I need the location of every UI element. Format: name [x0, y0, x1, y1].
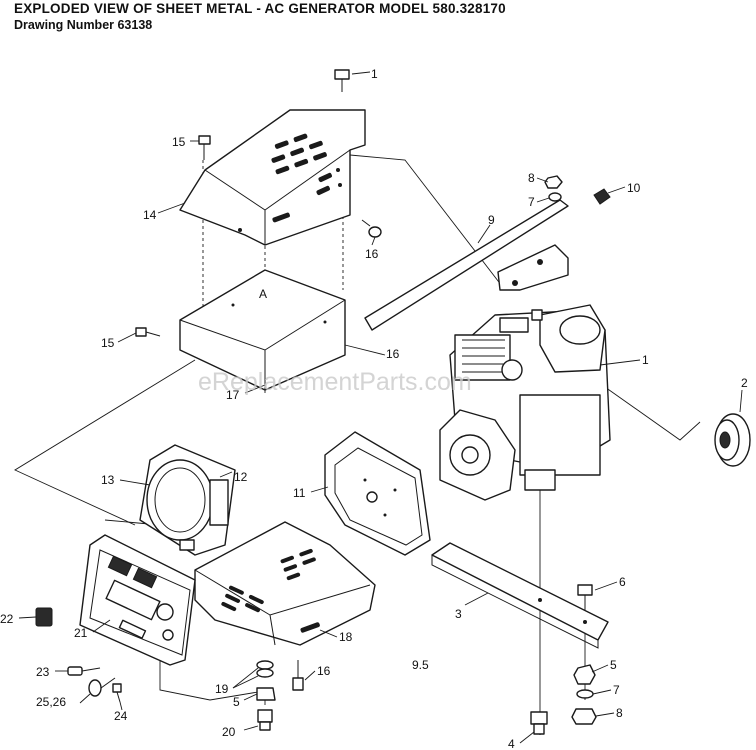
callout-12: 12 — [234, 470, 248, 484]
callout-2: 2 — [741, 376, 748, 390]
handle-bar-9 — [364, 199, 569, 331]
bolt-6 — [577, 584, 593, 610]
nut-8-top — [544, 175, 563, 189]
page-code: 9.5 — [412, 658, 429, 672]
callout-17: 17 — [226, 388, 240, 402]
callout-3: 3 — [455, 607, 462, 621]
callout-15-left: 15 — [101, 336, 115, 350]
callout-15-top: 15 — [172, 135, 186, 149]
base-frame-18 — [194, 521, 376, 646]
inner-shield-17 — [179, 269, 346, 391]
callout-16-a: 16 — [365, 247, 379, 261]
drawing-number: Drawing Number 63138 — [14, 18, 153, 32]
washer-7-top — [548, 192, 562, 202]
callout-23: 23 — [36, 665, 50, 679]
right-hardware-stack — [571, 664, 597, 725]
callout-10: 10 — [627, 181, 641, 195]
callout-leaders — [18, 71, 743, 744]
bolt-1-top — [334, 69, 350, 92]
callout-8-top: 8 — [528, 171, 535, 185]
callout-20: 20 — [222, 725, 236, 739]
callout-24: 24 — [114, 709, 128, 723]
top-cover-14 — [179, 109, 366, 246]
diagram-title: EXPLODED VIEW OF SHEET METAL - AC GENERA… — [14, 1, 506, 16]
callout-16-b: 16 — [386, 347, 400, 361]
bolt-15-top — [198, 135, 211, 160]
callout-6: 6 — [619, 575, 626, 589]
callout-16-c: 16 — [317, 664, 331, 678]
view-a-label: A — [259, 287, 267, 301]
callout-14: 14 — [143, 208, 157, 222]
callout-1-engine: 1 — [642, 353, 649, 367]
plug-25-26 — [88, 677, 116, 697]
callout-8-bottom: 8 — [616, 706, 623, 720]
grommet-22 — [35, 607, 53, 627]
callout-5-right: 5 — [610, 658, 617, 672]
mounting-plate-11 — [324, 431, 431, 556]
engine-assembly-1 — [439, 304, 611, 501]
callout-22: 22 — [0, 612, 14, 626]
screw-16 — [361, 219, 382, 238]
pulley-2 — [714, 413, 751, 467]
callout-9: 9 — [488, 213, 495, 227]
bolt-4 — [530, 711, 548, 735]
callout-11: 11 — [293, 486, 306, 500]
callout-7-top: 7 — [528, 195, 535, 209]
clip-10 — [593, 188, 611, 205]
diagram-header: EXPLODED VIEW OF SHEET METAL - AC GENERA… — [14, 0, 506, 34]
callout-25-26: 25,26 — [36, 695, 66, 709]
callout-labels: 1 15 14 8 10 7 9 16 15 16 17 1 2 13 12 1… — [0, 67, 748, 750]
callout-18: 18 — [339, 630, 353, 644]
control-panel-21 — [79, 534, 196, 666]
callout-13: 13 — [101, 473, 115, 487]
plug-23 — [67, 666, 101, 676]
screw-15-left — [135, 327, 161, 337]
callout-7-bottom: 7 — [613, 683, 620, 697]
callout-5-bottom: 5 — [233, 695, 240, 709]
fan-housing-13 — [139, 444, 236, 556]
callout-4: 4 — [508, 737, 515, 750]
callout-19: 19 — [215, 682, 229, 696]
callout-21: 21 — [74, 626, 88, 640]
callout-1-top: 1 — [371, 67, 378, 81]
bottom-hardware-stack — [256, 660, 276, 731]
screw-24 — [112, 683, 122, 703]
watermark-text: eReplacementParts.com — [198, 368, 472, 396]
screw-16-bottom — [292, 660, 304, 691]
rail-3 — [431, 542, 609, 649]
